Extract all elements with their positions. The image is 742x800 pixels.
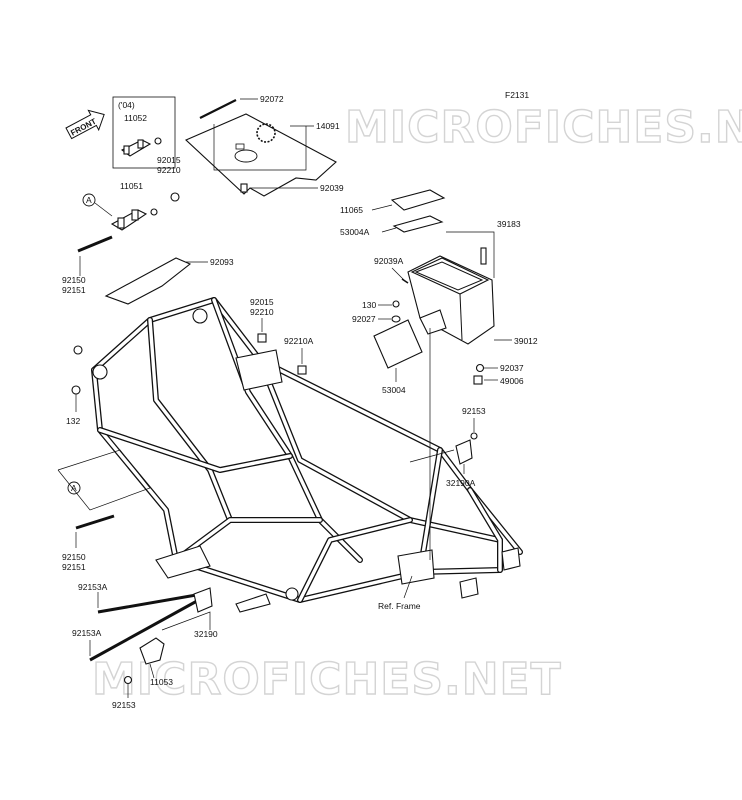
plate-53004a-icon bbox=[392, 215, 444, 233]
bolt-92153-bottom-icon bbox=[123, 675, 133, 685]
part-number-130: 130 bbox=[362, 300, 376, 310]
ref-frame-label: Ref. Frame bbox=[378, 601, 421, 611]
part-number-92153-bottom: 92153 bbox=[112, 700, 136, 710]
pad-11065-icon bbox=[390, 189, 446, 211]
nut-92015-a-icon bbox=[170, 192, 180, 202]
watermark-bottom: MICROFICHES.NET bbox=[92, 654, 562, 705]
part-number-11065: 11065 bbox=[340, 205, 363, 215]
grommet-92039-icon bbox=[240, 183, 248, 193]
screw-92037-icon bbox=[475, 363, 485, 373]
figure-code: F2131 bbox=[505, 90, 529, 100]
main-frame-icon bbox=[91, 297, 523, 613]
part-number-92027: 92027 bbox=[352, 314, 376, 324]
callout-a-upper-label: A bbox=[86, 195, 92, 205]
part-number-92037: 92037 bbox=[500, 363, 524, 373]
inset-box-2004 bbox=[112, 96, 176, 169]
part-number-92015-a: 92015 bbox=[157, 155, 181, 165]
part-number-92039a: 92039A bbox=[374, 256, 404, 266]
clamp-49006-icon bbox=[473, 375, 483, 385]
part-number-92153a-lower: 92153A bbox=[72, 628, 102, 638]
nut-92210a-icon bbox=[297, 365, 307, 375]
part-number-92210-a: 92210 bbox=[157, 165, 181, 175]
bolt-upper-icon bbox=[73, 345, 83, 355]
part-number-39012: 39012 bbox=[514, 336, 538, 346]
part-number-49006: 49006 bbox=[500, 376, 524, 386]
part-number-53004a: 53004A bbox=[340, 227, 370, 237]
callout-a-lower bbox=[67, 481, 81, 495]
bracket-11052-icon bbox=[120, 137, 162, 157]
washer-92027-icon bbox=[391, 315, 401, 323]
bolt-92153-right-icon bbox=[470, 432, 478, 440]
part-number-92072: 92072 bbox=[260, 94, 284, 104]
inset-note: ('04) bbox=[118, 100, 135, 110]
callout-a-upper bbox=[82, 193, 96, 207]
bolt-92153a-lower-icon bbox=[89, 594, 207, 662]
part-number-92151-lower: 92151 bbox=[62, 562, 86, 572]
pin-39183-icon bbox=[480, 247, 487, 265]
part-number-92150-upper: 92150 bbox=[62, 275, 86, 285]
part-number-92093: 92093 bbox=[210, 257, 234, 267]
part-number-32190: 32190 bbox=[194, 629, 218, 639]
part-number-92015-b: 92015 bbox=[250, 297, 274, 307]
strap-92093-icon bbox=[104, 257, 192, 305]
front-arrow-icon: FRONT bbox=[65, 109, 105, 140]
bracket-11053-icon bbox=[139, 637, 165, 665]
part-number-132: 132 bbox=[66, 416, 80, 426]
bracket-32190-icon bbox=[193, 587, 213, 613]
part-number-92210-b: 92210 bbox=[250, 307, 274, 317]
part-number-92039: 92039 bbox=[320, 183, 344, 193]
part-number-39183: 39183 bbox=[497, 219, 521, 229]
bolt-92153a-upper-icon bbox=[97, 592, 203, 614]
bolt-92150-upper-icon bbox=[77, 235, 113, 253]
part-number-92153-right: 92153 bbox=[462, 406, 486, 416]
bracket-32190a-icon bbox=[455, 439, 473, 465]
bracket-11051-icon bbox=[110, 208, 158, 231]
part-number-32190a: 32190A bbox=[446, 478, 476, 488]
nut-92015-b-icon bbox=[257, 333, 267, 343]
part-number-11051: 11051 bbox=[120, 181, 143, 191]
part-number-92210a: 92210A bbox=[284, 336, 314, 346]
plate-53004-icon bbox=[373, 319, 423, 369]
rod-92072-icon bbox=[199, 99, 237, 119]
part-number-92151-upper: 92151 bbox=[62, 285, 86, 295]
storage-box-39012-icon bbox=[407, 255, 495, 345]
part-number-53004: 53004 bbox=[382, 385, 406, 395]
part-number-11053: 11053 bbox=[150, 677, 173, 687]
part-number-92153a-upper: 92153A bbox=[78, 582, 108, 592]
part-number-11052: 11052 bbox=[124, 113, 147, 123]
bolt-132-icon bbox=[71, 385, 81, 395]
watermark-top: MICROFICHES.NET bbox=[345, 102, 742, 153]
bolt-92150-lower-icon bbox=[75, 514, 115, 530]
callout-a-lower-label: A bbox=[71, 483, 77, 493]
part-number-14091: 14091 bbox=[316, 121, 340, 131]
part-number-92150-lower: 92150 bbox=[62, 552, 86, 562]
screw-130-icon bbox=[392, 300, 400, 308]
